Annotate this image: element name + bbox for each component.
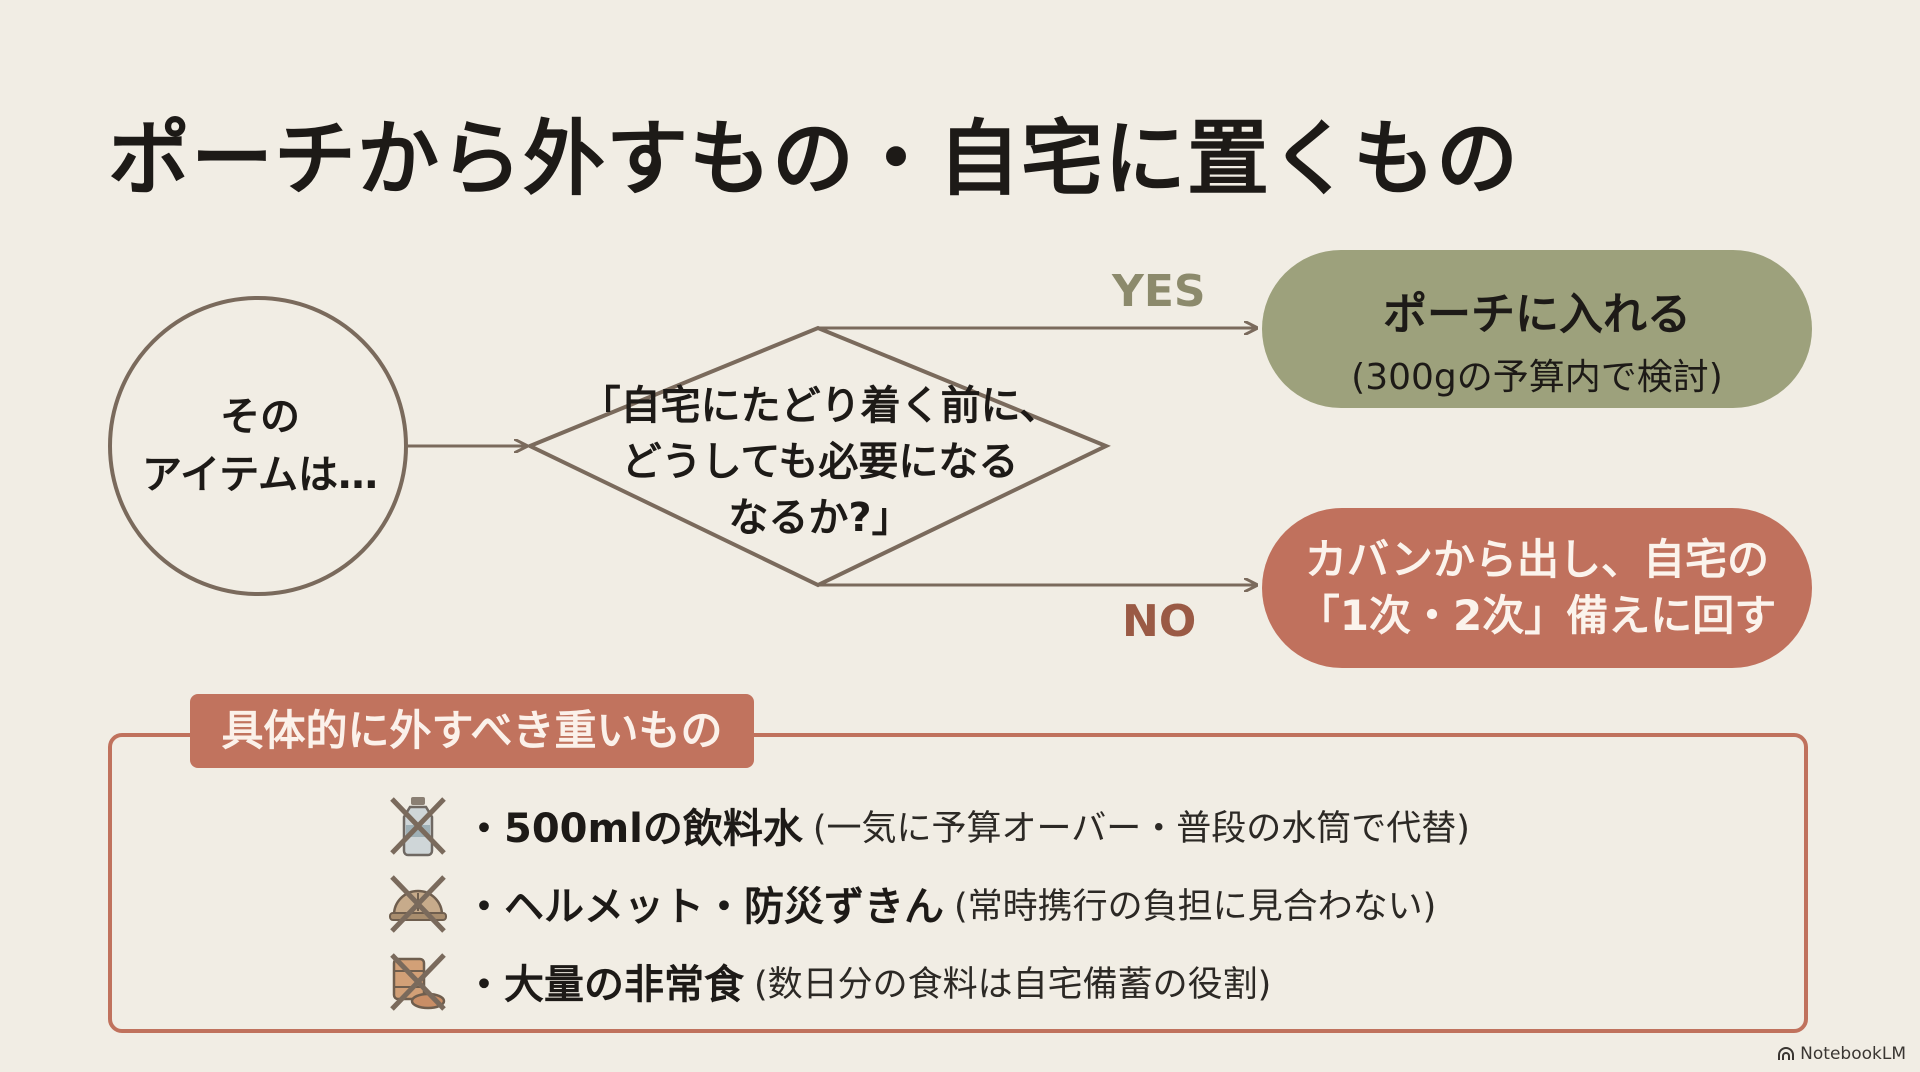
question-line-1: 「自宅にたどり着く前に、 (580, 383, 1060, 429)
canned-food-crossed-icon (390, 953, 446, 1011)
list-item: ・500mlの飲料水 (一気に予算オーバー・普段の水筒で代替) (384, 790, 1470, 860)
list-item: ・ヘルメット・防災ずきん (常時携行の負担に見合わない) (384, 868, 1436, 938)
no-label: NO (1122, 596, 1197, 647)
heavy-items-heading: 具体的に外すべき重いもの (190, 694, 754, 768)
no-outcome: カバンから出し、自宅の 「1次・2次」備えに回す (1262, 508, 1812, 668)
question-line-2: どうしても必要になる (621, 439, 1019, 485)
start-line-2: アイテムは… (142, 452, 378, 498)
no-outcome-line-2: 「1次・2次」備えに回す (1297, 591, 1777, 640)
brand-name: NotebookLM (1800, 1044, 1906, 1064)
start-line-1: その (220, 394, 300, 440)
item-note: (数日分の食料は自宅備蓄の役割) (754, 964, 1272, 1005)
page-title: ポーチから外すもの・自宅に置くもの (108, 112, 1520, 207)
item-note: (一気に予算オーバー・普段の水筒で代替) (812, 808, 1470, 849)
water-bottle-crossed-icon (390, 797, 446, 857)
no-outcome-line-1: カバンから出し、自宅の (1304, 535, 1770, 584)
item-name: ・ヘルメット・防災ずきん (464, 884, 944, 930)
yes-outcome-main: ポーチに入れる (1383, 289, 1691, 340)
heavy-items-panel (108, 733, 1808, 1033)
start-node-text: その アイテムは… (110, 388, 410, 504)
item-note: (常時携行の負担に見合わない) (954, 886, 1437, 927)
notebooklm-logo-icon (1778, 1047, 1795, 1060)
item-name: ・大量の非常食 (464, 962, 744, 1008)
yes-outcome-sub: (300gの予算内で検討) (1351, 357, 1723, 398)
question-line-3: なるか?」 (728, 495, 912, 541)
list-item: ・大量の非常食 (数日分の食料は自宅備蓄の役割) (384, 946, 1271, 1016)
item-name: ・500mlの飲料水 (464, 806, 803, 852)
yes-label: YES (1112, 266, 1206, 317)
helmet-crossed-icon (389, 875, 447, 933)
brand-watermark: NotebookLM (1777, 1044, 1906, 1064)
decision-diamond (525, 325, 1111, 588)
start-circle (108, 296, 408, 596)
decision-text: 「自宅にたどり着く前に、 どうしても必要になる なるか?」 (540, 378, 1100, 546)
yes-outcome: ポーチに入れる (300gの予算内で検討) (1262, 250, 1812, 408)
